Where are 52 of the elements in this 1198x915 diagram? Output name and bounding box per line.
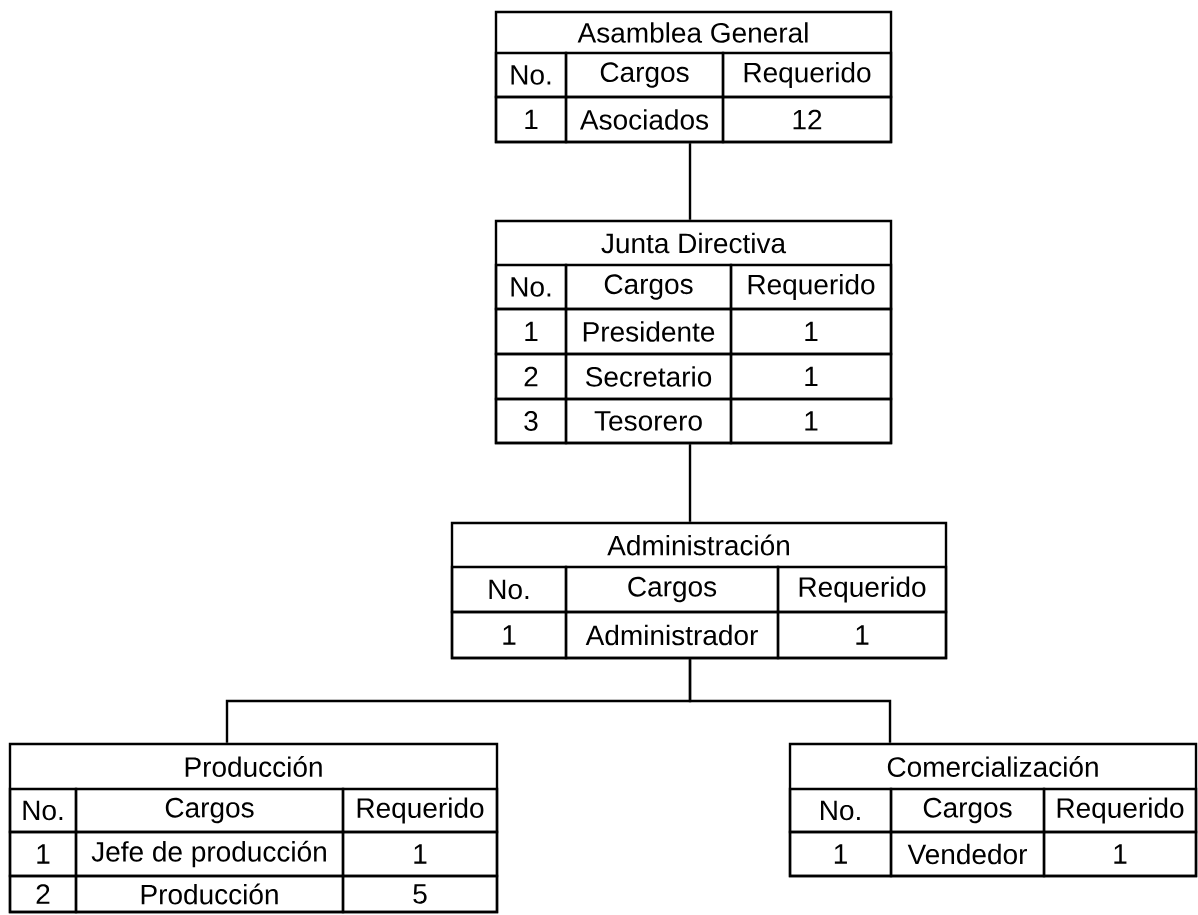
table-cell: 2 (8, 874, 78, 914)
table-cell: Presidente (564, 307, 733, 356)
table-cell: 12 (721, 95, 893, 144)
table-cell: Requerido (776, 565, 948, 614)
table-title: Comercialización (887, 756, 1098, 777)
table-cell: Cargos (564, 565, 780, 614)
table-cell: Tesorero (564, 397, 733, 445)
table-title: Asamblea General (577, 22, 808, 43)
table-cell: Administrador (564, 610, 780, 660)
table-cell: No. (494, 263, 568, 311)
table-cell: No. (450, 565, 568, 614)
table (450, 521, 948, 660)
table-title: Administración (607, 534, 789, 556)
table-cell: 2 (494, 352, 568, 401)
table-cell: 1 (729, 307, 893, 356)
table-cell: Asociados (564, 95, 725, 144)
table-cell: 5 (341, 874, 499, 914)
table-cell: 1 (1042, 830, 1198, 878)
table-cell: 3 (494, 397, 568, 445)
table-cell: Requerido (729, 263, 893, 311)
table-cell: 1 (341, 830, 499, 878)
table-title: Producción (185, 756, 322, 777)
table-cell: Cargos (564, 51, 725, 99)
table-cell: 1 (729, 352, 893, 401)
table (494, 219, 893, 445)
table-cell: Secretario (564, 352, 733, 401)
table-cell: Requerido (1042, 787, 1198, 834)
table-cell: No. (788, 787, 893, 834)
table-cell: 1 (729, 397, 893, 445)
table-cell: Requerido (721, 51, 893, 99)
table (8, 742, 499, 914)
table-cell: Requerido (341, 787, 499, 834)
table (788, 742, 1198, 878)
table-cell: 1 (788, 830, 893, 878)
connector-line (688, 143, 692, 220)
table-cell: No. (8, 787, 78, 834)
table-cell: Jefe de producción (74, 830, 345, 878)
table-cell: Cargos (74, 787, 345, 834)
table-cell: 1 (776, 610, 948, 660)
table-cell: 1 (450, 610, 568, 660)
table (494, 10, 893, 144)
connector-line (688, 659, 892, 743)
table-cell: Cargos (564, 263, 733, 311)
table-cell: 1 (494, 307, 568, 356)
table-cell: 1 (8, 830, 78, 878)
table-cell: 1 (494, 95, 568, 144)
table-title: Junta Directiva (601, 232, 787, 254)
connector-line (688, 444, 692, 522)
table-cell: Producción (74, 874, 345, 914)
table-cell: Vendedor (889, 830, 1046, 878)
table-cell: Cargos (889, 787, 1046, 834)
table-cell: No. (494, 51, 568, 99)
